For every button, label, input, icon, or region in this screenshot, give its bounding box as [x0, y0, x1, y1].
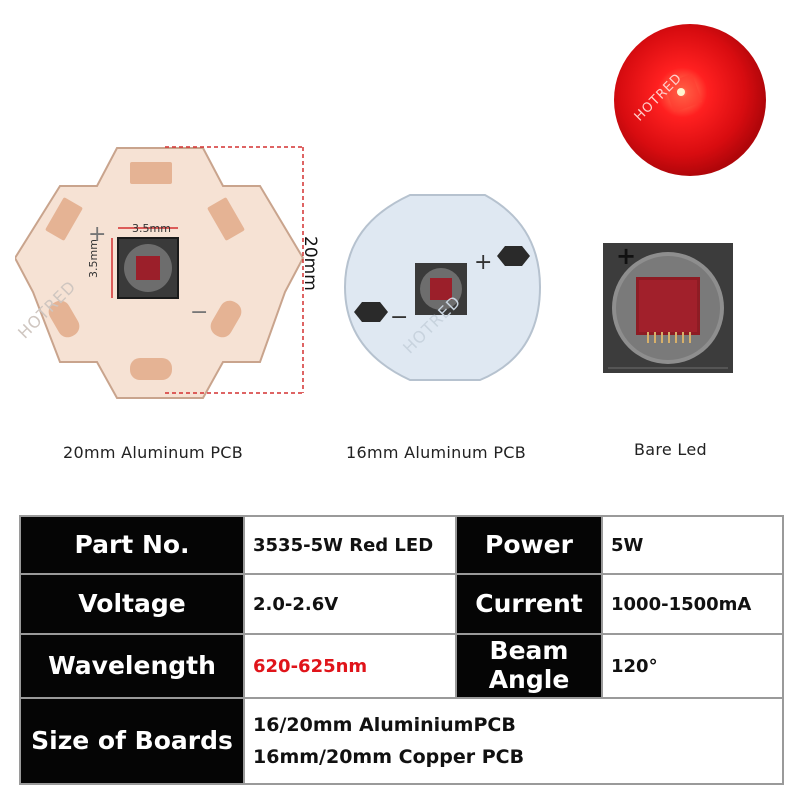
- current-label: Current: [455, 573, 603, 635]
- part-no-label: Part No.: [19, 515, 245, 575]
- boards-value: 16/20mm AluminiumPCB 16mm/20mm Copper PC…: [243, 697, 784, 785]
- current-value: 1000-1500mA: [601, 573, 784, 635]
- boards-value-line-1: 16/20mm AluminiumPCB: [253, 713, 516, 736]
- notch-left: [354, 302, 388, 322]
- red-led-glow-photo: [614, 24, 766, 176]
- pcb-20mm-board: [15, 146, 305, 399]
- table-row: Size of Boards 16/20mm AluminiumPCB 16mm…: [19, 697, 784, 785]
- pcb16-caption: 16mm Aluminum PCB: [346, 443, 527, 462]
- voltage-label: Voltage: [19, 573, 245, 635]
- table-row: Wavelength 620-625nm Beam Angle 120°: [19, 633, 784, 699]
- table-row: Part No. 3535-5W Red LED Power 5W: [19, 515, 784, 575]
- boards-label: Size of Boards: [19, 697, 245, 785]
- table-row: Voltage 2.0-2.6V Current 1000-1500mA: [19, 573, 784, 635]
- pcb16-minus-sign: −: [390, 305, 409, 330]
- wavelength-value: 620-625nm: [243, 633, 457, 699]
- part-no-value: 3535-5W Red LED: [243, 515, 457, 575]
- bare-led-caption: Bare Led: [634, 440, 707, 459]
- chip-width-label: 3.5mm: [132, 222, 171, 235]
- notch-right: [497, 246, 530, 266]
- boards-value-line-2: 16mm/20mm Copper PCB: [253, 746, 525, 768]
- pcb20-plus-sign: +: [88, 222, 107, 247]
- beam-angle-label: Beam Angle: [455, 633, 603, 699]
- spec-table: Part No. 3535-5W Red LED Power 5W Voltag…: [19, 515, 784, 785]
- bare-led: [603, 243, 733, 373]
- wavelength-label: Wavelength: [19, 633, 245, 699]
- power-value: 5W: [601, 515, 784, 575]
- pcb20-minus-sign: −: [190, 300, 209, 325]
- beam-angle-value: 120°: [601, 633, 784, 699]
- power-label: Power: [455, 515, 603, 575]
- pcb-16mm-board: [343, 194, 542, 381]
- voltage-value: 2.0-2.6V: [243, 573, 457, 635]
- pcb16-plus-sign: +: [474, 250, 493, 275]
- board-dimension-label: 20mm: [300, 236, 320, 291]
- pcb20-caption: 20mm Aluminum PCB: [63, 443, 244, 462]
- bare-plus-sign: +: [616, 242, 637, 270]
